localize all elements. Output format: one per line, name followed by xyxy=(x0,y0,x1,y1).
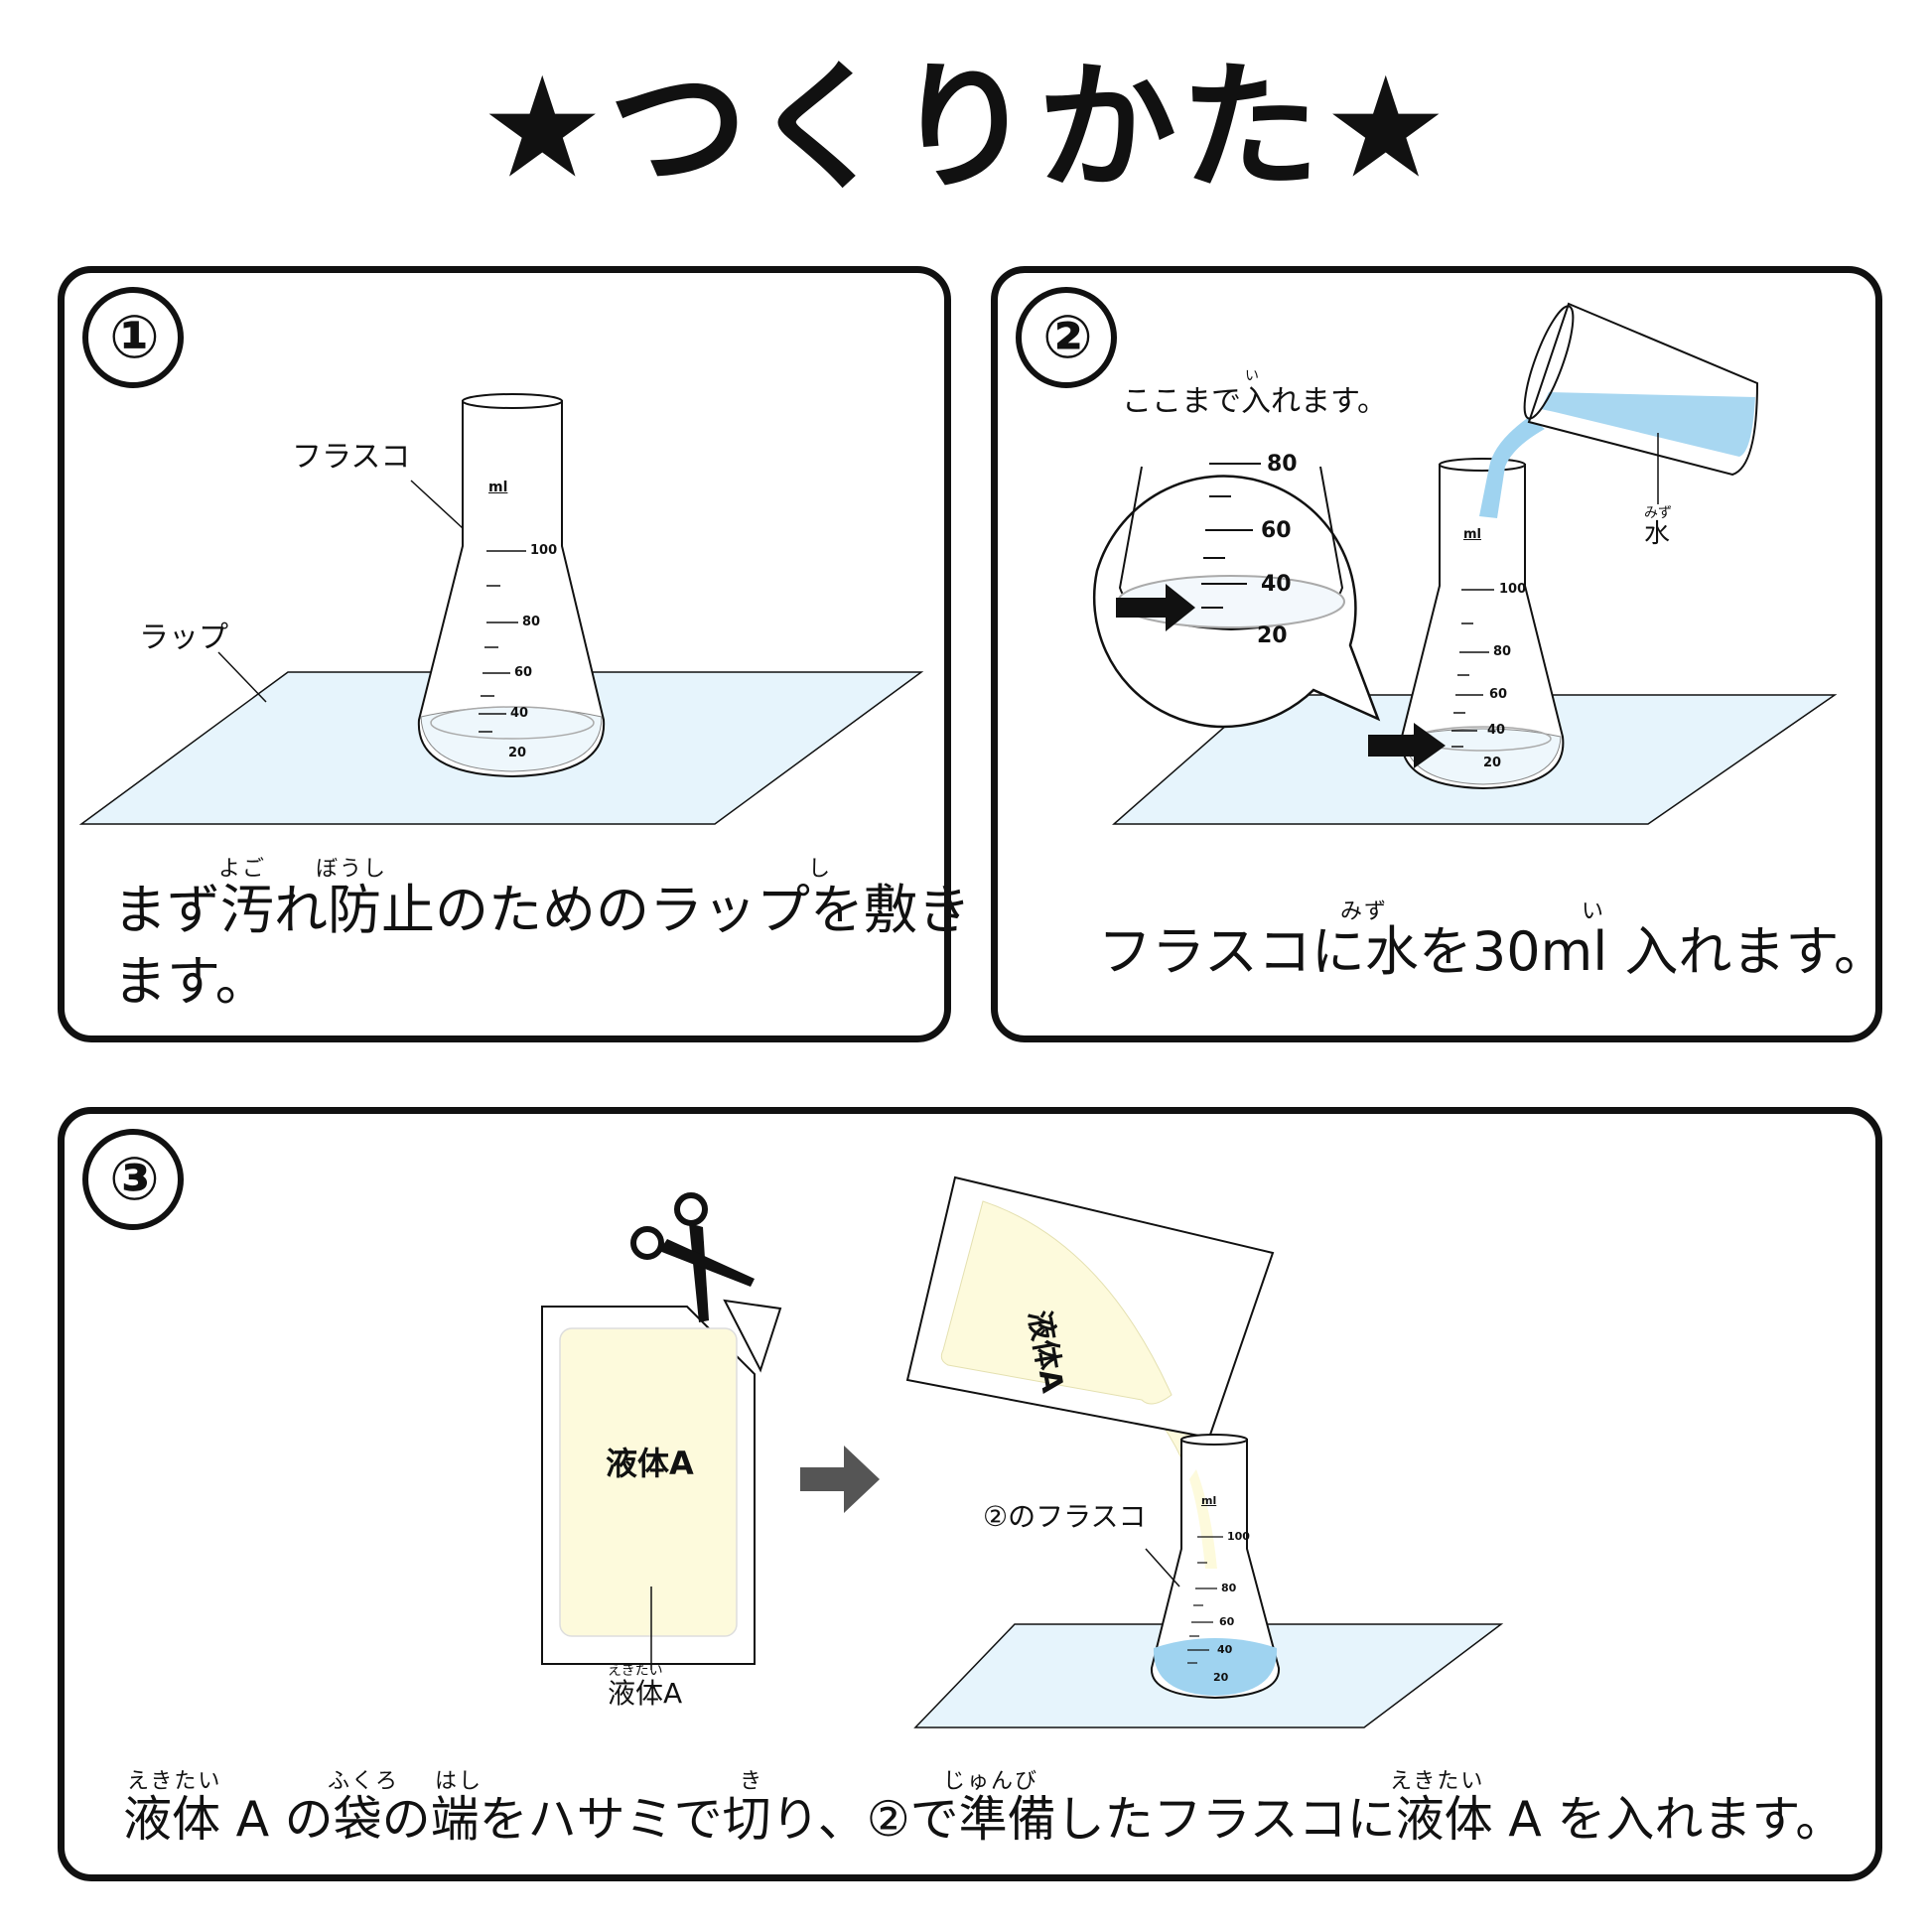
bag-label-ruby: えきたい xyxy=(608,1663,663,1679)
flask-2-tick-20: 20 xyxy=(1483,756,1502,770)
ruby-junbi: じゅんび xyxy=(943,1769,1039,1794)
flask-2-tick-40: 40 xyxy=(1487,723,1506,738)
caption-3: 液体 A の袋の端をハサミで切り、②で準備したフラスコに液体 A を入れます。 xyxy=(123,1791,1845,1848)
caption-2-ruby-mizu: みず xyxy=(1340,899,1389,924)
page-title: ★つくりかた★ xyxy=(480,48,1452,209)
caption-2-ruby-i: い xyxy=(1582,899,1606,924)
flask-1-tick-80: 80 xyxy=(522,615,541,629)
zoom-label: ここまで入れます。 xyxy=(1122,384,1387,419)
flask-1-tick-40: 40 xyxy=(510,706,529,721)
step-3-panel xyxy=(58,1107,1882,1881)
label-flask-3: ②のフラスコ xyxy=(983,1500,1147,1533)
label-water-ruby: みず xyxy=(1644,505,1672,521)
bag-text: 液体A xyxy=(606,1445,694,1482)
flask-2-tick-60: 60 xyxy=(1489,687,1508,702)
step-1-number: ① xyxy=(109,303,160,372)
label-water: 水 xyxy=(1644,519,1671,549)
bag-label: 液体A xyxy=(608,1677,683,1710)
flask-2-unit: ml xyxy=(1463,527,1482,542)
ruby-fukuro: ふくろ xyxy=(328,1769,400,1794)
caption-1-line2: ます。 xyxy=(113,950,269,1013)
flask-3-tick-100: 100 xyxy=(1227,1530,1250,1543)
flask-3-tick-40: 40 xyxy=(1217,1643,1233,1656)
flask-1-tick-20: 20 xyxy=(508,746,527,760)
ruby-ki: き xyxy=(740,1769,764,1794)
zoom-tick-60: 60 xyxy=(1261,518,1292,543)
flask-1-tick-60: 60 xyxy=(514,665,533,680)
step-3-number: ③ xyxy=(109,1145,160,1214)
label-flask-1: フラスコ xyxy=(292,440,411,475)
step-2-number: ② xyxy=(1042,303,1093,372)
label-wrap-1: ラップ xyxy=(139,621,228,655)
flask-3-unit: ml xyxy=(1201,1494,1217,1507)
ruby-shi: し xyxy=(808,857,833,882)
zoom-tick-20: 20 xyxy=(1257,623,1288,648)
ruby-yogo: よご xyxy=(218,857,267,882)
flask-3-tick-20: 20 xyxy=(1213,1671,1229,1684)
flask-3-tick-60: 60 xyxy=(1219,1615,1235,1628)
ruby-ekitai-1: えきたい xyxy=(127,1769,222,1794)
flask-2-tick-100: 100 xyxy=(1499,582,1527,597)
ruby-hashi: はし xyxy=(435,1769,483,1794)
caption-2: フラスコに水を30ml 入れます。 xyxy=(1098,920,1888,983)
flask-1-unit: ml xyxy=(488,480,508,495)
caption-1-line1: まず汚れ防止のためのラップを敷き xyxy=(113,879,971,941)
zoom-label-ruby: い xyxy=(1245,368,1259,384)
flask-1-tick-100: 100 xyxy=(530,543,558,558)
flask-2-tick-80: 80 xyxy=(1493,644,1512,659)
ruby-ekitai-2: えきたい xyxy=(1390,1769,1485,1794)
zoom-tick-40: 40 xyxy=(1261,572,1292,597)
flask-3-tick-80: 80 xyxy=(1221,1582,1237,1594)
zoom-tick-80: 80 xyxy=(1267,452,1298,477)
ruby-boushi: ぼうし xyxy=(316,857,388,882)
